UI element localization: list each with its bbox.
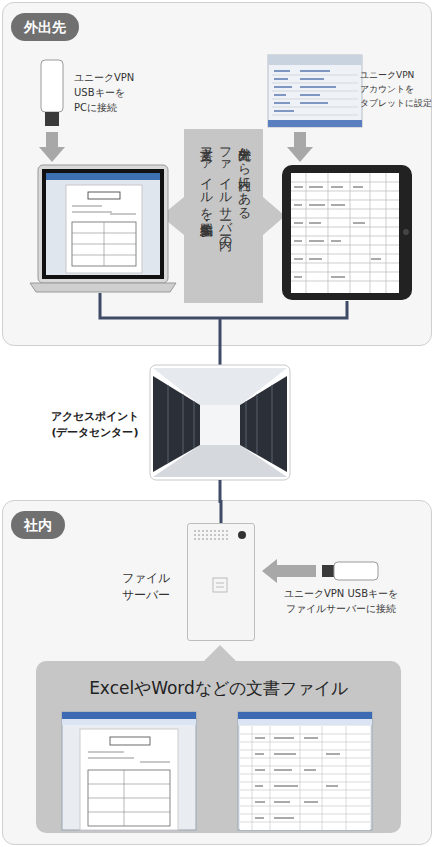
spreadsheet-text [255, 738, 340, 818]
window-toolbar [238, 719, 372, 725]
arrow-box-text: 外出先から社内にある ファイルサーバー内の 文書ファイルを参照・編集 [194, 138, 254, 298]
spreadsheet-grid [291, 173, 399, 293]
document-title-box [88, 192, 120, 199]
spreadsheet-grid [240, 726, 370, 830]
settings-button-bar [268, 120, 362, 127]
section-tag: 社内 [11, 511, 65, 539]
server-racks [153, 376, 200, 472]
settings-text-bars [274, 71, 336, 111]
laptop-bezel [42, 169, 164, 279]
server-slot-lines [216, 583, 224, 587]
file-server: ファイル サーバー [187, 523, 255, 641]
document-table [72, 222, 136, 266]
box-heading: ExcelやWordなどの文書ファイル [36, 677, 401, 699]
tablet-screen [291, 173, 399, 293]
laptop-base [30, 283, 176, 292]
window-titlebar [46, 173, 160, 180]
connector-line [220, 480, 221, 523]
document-lines [72, 206, 136, 214]
node-label: アクセスポイント (データセンター) [46, 409, 144, 441]
document-table-grid [72, 222, 136, 266]
network-wire [100, 293, 347, 318]
laptop-lid [38, 165, 168, 283]
spreadsheet-text [294, 187, 381, 277]
window-titlebar [62, 712, 196, 719]
server-racks [240, 376, 287, 472]
document-table [88, 770, 170, 826]
usb-plug [322, 565, 334, 577]
rack-dividers [168, 385, 272, 463]
note-text: ユニークVPN USBキーを PCに接続 [74, 70, 154, 115]
settings-header [268, 55, 362, 65]
note-text: ユニークVPN アカウントを タブレットに設定 [360, 68, 434, 110]
usb-body [41, 60, 63, 112]
document-page [80, 729, 178, 830]
double-arrow-box: 外出先から社内にある ファイルサーバー内の 文書ファイルを参照・編集 [161, 129, 285, 303]
settings-screen [268, 55, 362, 127]
excel-window [238, 712, 372, 830]
tablet-body [282, 165, 412, 300]
document-page [66, 185, 142, 273]
server-slot [213, 578, 227, 592]
usb-plug [45, 112, 59, 126]
laptop-screen [46, 173, 160, 275]
left-arrow [262, 559, 316, 583]
usb-body [334, 562, 378, 580]
datacenter-frame [150, 365, 290, 480]
sheet-area [240, 726, 370, 830]
down-arrow [39, 132, 65, 162]
document-lines [88, 752, 170, 762]
down-arrow [287, 132, 313, 162]
node-label: ファイル サーバー [122, 570, 180, 604]
window-toolbar [62, 719, 196, 725]
box-pointer [204, 645, 236, 661]
datacenter-back-wall [200, 405, 240, 445]
server-vent [194, 531, 228, 539]
document-title-box [110, 737, 150, 745]
tablet-button [403, 229, 409, 235]
note-text: ユニークVPN USBキーを ファイルサーバーに接続 [276, 586, 406, 616]
section-tag: 外出先 [11, 13, 79, 41]
arrow-box-outline [161, 129, 285, 303]
document-table-grid [88, 770, 170, 826]
network-wire [219, 318, 222, 365]
word-window [62, 712, 196, 830]
server-indicator [238, 531, 246, 539]
window-titlebar [238, 712, 372, 719]
